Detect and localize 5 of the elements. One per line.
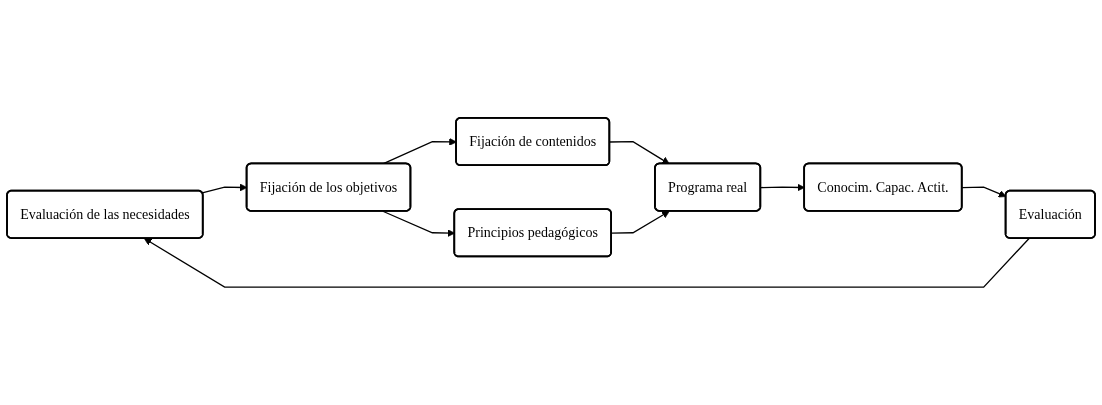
arrow [609,140,670,165]
arrow [961,186,1007,198]
arrow [143,237,1030,288]
arrow [382,138,457,165]
arrow [760,183,805,192]
